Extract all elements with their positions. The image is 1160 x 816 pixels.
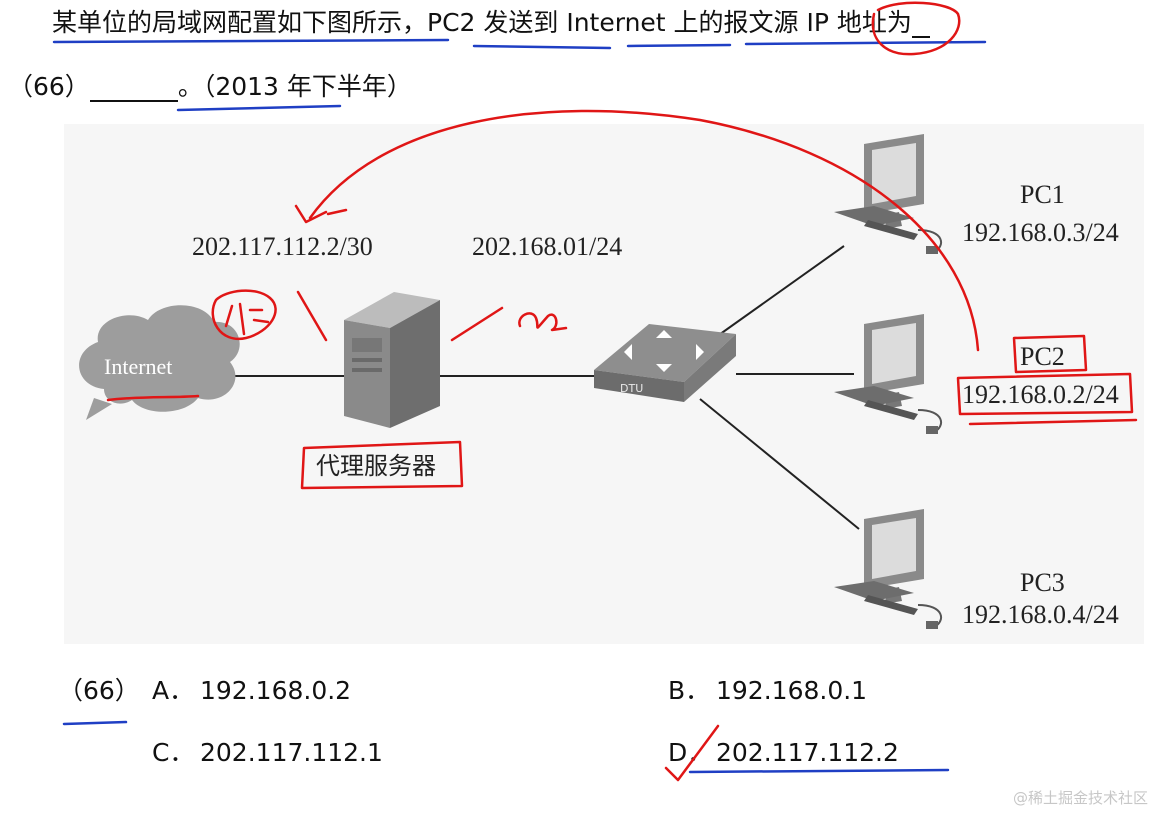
question-text: 某单位的局域网配置如下图所示，PC2 发送到 Internet 上的报文源 IP… (52, 8, 912, 37)
internet-label: Internet (104, 354, 173, 379)
option-b[interactable]: B．192.168.0.1 (668, 676, 867, 706)
switch-icon: DTU (594, 324, 736, 402)
proxy-lan-ip: 202.168.01/24 (472, 232, 623, 261)
proxy-server-label: 代理服务器 (316, 452, 436, 480)
question-end-mark: 。 (177, 72, 203, 101)
option-c-letter: C． (152, 738, 195, 767)
question-source: （2013 年下半年） (202, 72, 412, 101)
answer-blank (89, 78, 178, 102)
proxy-server-icon (344, 292, 440, 428)
option-a-letter: A． (152, 676, 195, 705)
pc1-icon (834, 134, 943, 254)
answer-blank-start (911, 14, 930, 38)
option-d-letter: D． (668, 738, 713, 767)
option-c[interactable]: C．202.117.112.1 (152, 738, 383, 768)
pc2-name: PC2 (1020, 342, 1065, 371)
pc1-ip: 192.168.0.3/24 (962, 218, 1119, 247)
link-switch-pc1 (708, 245, 845, 343)
pc2-ip: 192.168.0.2/24 (962, 380, 1119, 409)
pc3-ip: 192.168.0.4/24 (962, 600, 1119, 629)
option-b-letter: B． (668, 676, 711, 705)
network-diagram: DTU (64, 124, 1144, 644)
question-line-2: （66） 。（2013 年下半年） (8, 72, 412, 102)
question-number: （66） (8, 72, 90, 101)
link-switch-pc3 (699, 398, 860, 530)
options-number: （66） (58, 676, 140, 705)
pc3-icon (834, 509, 943, 629)
option-d[interactable]: D．202.117.112.2 (668, 738, 899, 768)
option-b-value: 192.168.0.1 (716, 676, 868, 705)
option-d-value: 202.117.112.2 (716, 738, 899, 767)
switch-label: DTU (620, 382, 643, 395)
option-c-value: 202.117.112.1 (200, 738, 383, 767)
pc3-name: PC3 (1020, 568, 1065, 597)
option-a-value: 192.168.0.2 (200, 676, 352, 705)
pc1-name: PC1 (1020, 180, 1065, 209)
internet-cloud-icon (79, 305, 240, 420)
proxy-wan-ip: 202.117.112.2/30 (192, 232, 373, 261)
watermark: @稀土掘金技术社区 (1012, 789, 1148, 807)
option-a[interactable]: A．192.168.0.2 (152, 676, 351, 706)
question-line-1: 某单位的局域网配置如下图所示，PC2 发送到 Internet 上的报文源 IP… (52, 8, 930, 38)
